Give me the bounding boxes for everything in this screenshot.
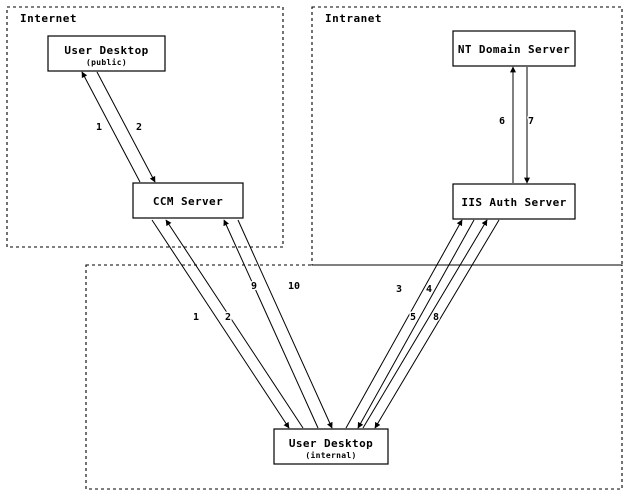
flow-line-flow-2-public — [96, 71, 156, 183]
flow-label-halo-flow-2-internal: 2 — [225, 312, 231, 323]
node-iis-auth-server: IIS Auth Server — [452, 183, 576, 220]
flow-label-flow-1-public: 1 — [96, 122, 102, 133]
flow-label-halo-flow-5-auth: 5 — [410, 312, 416, 323]
flow-label-flow-6-domain: 6 — [499, 116, 505, 127]
node-title-ccm-server: CCM Server — [153, 195, 223, 208]
flow-arrows — [81, 66, 530, 429]
flow-label-halo-flow-8-auth: 8 — [433, 312, 439, 323]
node-box-iis-auth-server — [452, 183, 576, 220]
flow-label-halo-flow-6-domain: 6 — [499, 116, 505, 127]
flow-label-flow-3-auth: 3 — [396, 284, 402, 295]
flow-label-flow-2-public: 2 — [136, 122, 142, 133]
flow-label-halo-flow-1-internal: 1 — [193, 312, 199, 323]
node-user-desktop-internal: User Desktop(internal) — [273, 428, 389, 465]
node-nt-domain-server: NT Domain Server — [452, 30, 576, 67]
node-box-nt-domain-server — [452, 30, 576, 67]
flow-line-flow-10-internal — [237, 219, 333, 429]
flow-label-flow-10-internal: 10 — [288, 281, 300, 292]
zone-boundary-internal — [85, 264, 623, 490]
flow-line-flow-5-auth — [362, 219, 488, 429]
node-box-user-desktop-public — [47, 35, 166, 72]
flow-label-halo-flow-4-auth: 4 — [426, 284, 432, 295]
node-title-user-desktop-public: User Desktop — [64, 44, 148, 57]
flow-label-halo-flow-3-auth: 3 — [396, 284, 402, 295]
node-subtitle-user-desktop-public: (public) — [86, 57, 127, 67]
node-box-ccm-server — [132, 182, 244, 219]
flow-label-flow-4-auth: 4 — [426, 284, 432, 295]
zone-label-internet: Internet — [20, 12, 77, 25]
node-box-user-desktop-internal — [273, 428, 389, 465]
flow-line-flow-8-auth — [374, 219, 500, 429]
node-user-desktop-public: User Desktop(public) — [47, 35, 166, 72]
flow-label-flow-2-internal: 2 — [225, 312, 231, 323]
flow-label-flow-9-internal: 9 — [251, 281, 257, 292]
flow-label-halo-flow-1-public: 1 — [96, 122, 102, 133]
flow-line-flow-1-internal — [151, 219, 290, 429]
node-subtitle-user-desktop-internal: (internal) — [305, 450, 356, 460]
zone-labels: Internet Intranet — [20, 12, 382, 25]
flow-line-flow-4-auth — [357, 219, 475, 429]
zone-boundary-internet — [6, 6, 284, 248]
flow-label-halo-flow-10-internal: 10 — [288, 281, 300, 292]
flow-label-halo-flow-9-internal: 9 — [251, 281, 257, 292]
flow-label-flow-1-internal: 1 — [193, 312, 199, 323]
flow-label-flow-7-domain: 7 — [528, 116, 534, 127]
flow-label-halo-flow-2-public: 2 — [136, 122, 142, 133]
zone-label-intranet: Intranet — [325, 12, 382, 25]
flow-label-flow-5-auth: 5 — [410, 312, 416, 323]
node-title-user-desktop-internal: User Desktop — [289, 437, 373, 450]
flow-line-flow-3-auth — [345, 219, 463, 429]
flow-line-flow-2-internal — [165, 219, 304, 429]
node-title-iis-auth-server: IIS Auth Server — [461, 196, 566, 209]
node-ccm-server: CCM Server — [132, 182, 244, 219]
flow-label-flow-8-auth: 8 — [433, 312, 439, 323]
flow-label-halo-flow-7-domain: 7 — [528, 116, 534, 127]
flow-line-flow-9-internal — [223, 219, 319, 429]
zone-boundaries — [6, 6, 623, 490]
flow-line-flow-1-public — [81, 71, 141, 183]
node-title-nt-domain-server: NT Domain Server — [458, 43, 570, 56]
